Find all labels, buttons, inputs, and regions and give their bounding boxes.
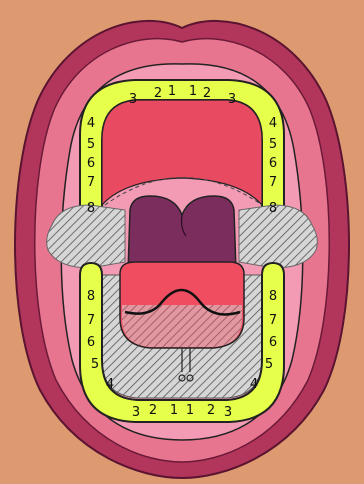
lower-bottom-tooth-number: 2 [207,403,215,418]
lower-right-tooth-number: 6 [269,335,277,350]
upper-right-tooth-number: 7 [269,175,277,190]
lower-bottom-tooth-number: 1 [170,403,178,418]
right-hatched-region [239,205,317,268]
upper-right-tooth-number: 6 [269,156,277,171]
lower-right-tooth-number: 4 [250,377,258,392]
lower-bottom-tooth-number: 3 [132,405,140,420]
upper-right-tooth-number: 5 [269,137,277,152]
lower-right-tooth-number: 7 [269,313,277,328]
lower-bottom-tooth-number: 3 [224,405,232,420]
lower-bottom-tooth-number: 1 [186,403,194,418]
upper-top-tooth-number: 3 [129,92,137,107]
upper-left-tooth-number: 8 [87,201,95,216]
lower-bottom-tooth-number: 2 [149,403,157,418]
lower-left-tooth-number: 6 [87,335,95,350]
left-hatched-region [47,205,125,268]
upper-left-tooth-number: 4 [87,116,95,131]
upper-top-tooth-number: 2 [154,86,162,101]
lower-right-tooth-number: 5 [265,357,273,372]
upper-left-tooth-number: 7 [87,175,95,190]
upper-top-tooth-number: 1 [168,84,176,99]
upper-right-tooth-number: 4 [269,116,277,131]
upper-left-tooth-number: 5 [87,137,95,152]
lower-right-tooth-number: 8 [269,289,277,304]
upper-top-tooth-number: 2 [203,86,211,101]
tongue-underside-hatch [122,305,242,347]
upper-top-tooth-number: 3 [228,92,236,107]
upper-left-tooth-number: 6 [87,156,95,171]
upper-right-tooth-number: 8 [269,201,277,216]
lower-left-tooth-number: 7 [87,313,95,328]
upper-top-tooth-number: 1 [189,84,197,99]
lower-left-tooth-number: 5 [91,357,99,372]
lower-left-tooth-number: 4 [106,377,114,392]
lower-left-tooth-number: 8 [87,289,95,304]
